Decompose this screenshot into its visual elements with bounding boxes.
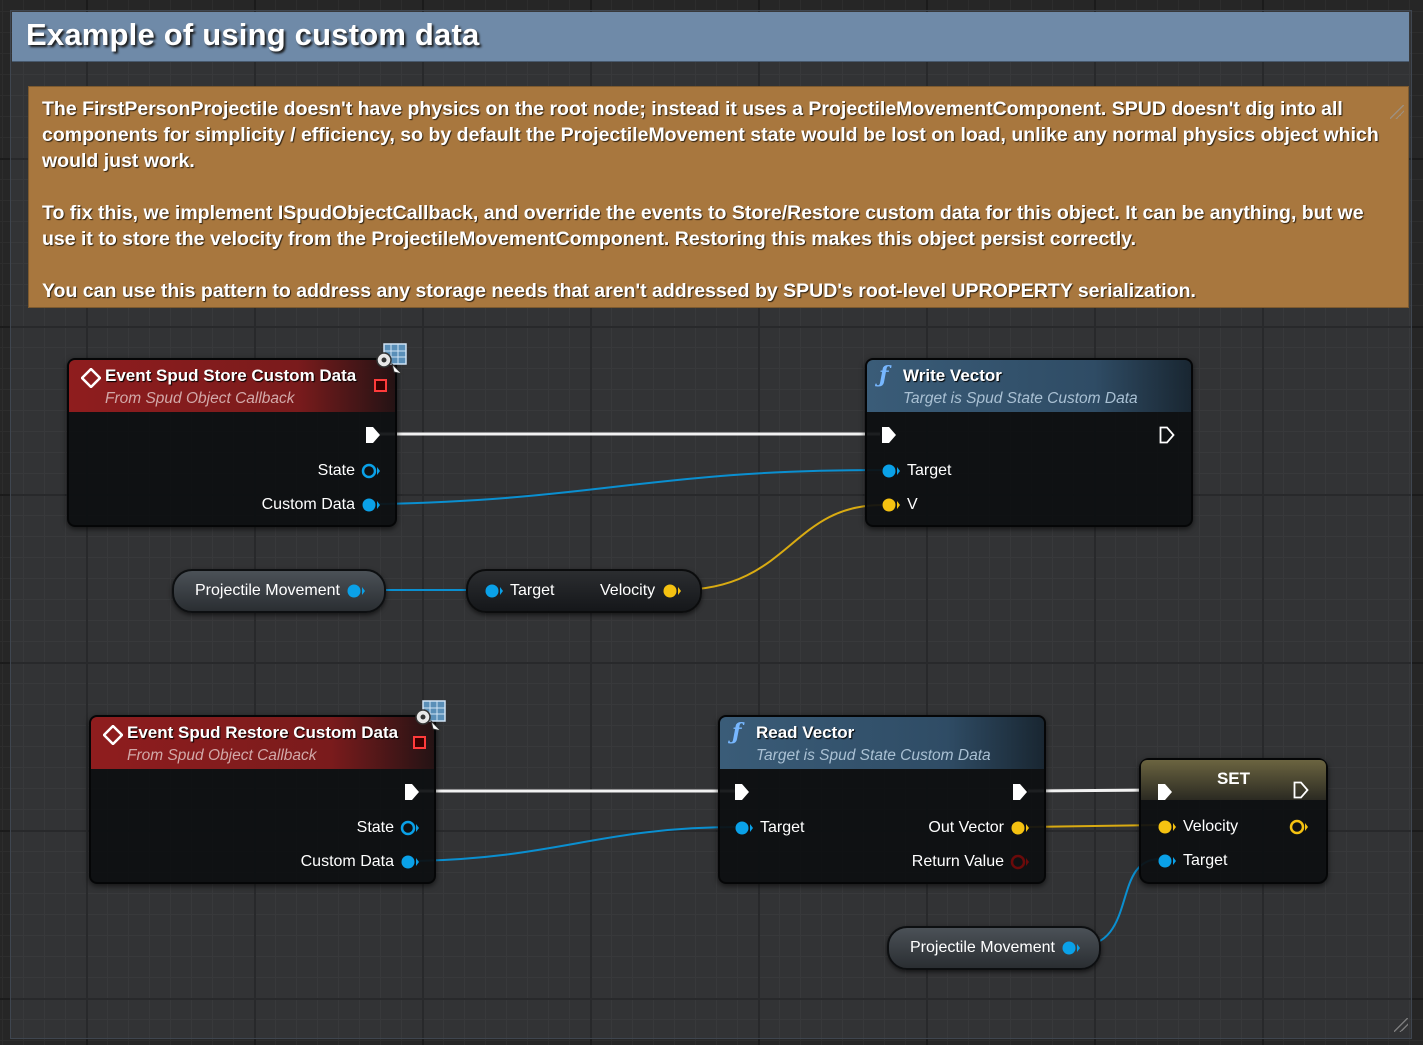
- custom-data-pin-icon[interactable]: [400, 853, 420, 871]
- function-icon: ƒ: [879, 362, 889, 388]
- return-value-pin-icon[interactable]: [1010, 853, 1030, 871]
- network-replicated-icon: [415, 700, 446, 732]
- note-paragraph: The FirstPersonProjectile doesn't have p…: [42, 98, 1379, 172]
- target-pin-icon[interactable]: [484, 582, 504, 600]
- comment-resize-grip[interactable]: [1394, 1018, 1408, 1032]
- target-pin-icon[interactable]: [734, 819, 754, 837]
- note-paragraph: You can use this pattern to address any …: [42, 280, 1196, 302]
- vector-wire[interactable]: [1025, 824, 1161, 828]
- exec-wire[interactable]: [1027, 788, 1161, 793]
- variable-label: Projectile Movement: [195, 582, 340, 599]
- comment-title: Example of using custom data: [26, 17, 480, 52]
- node-subtitle: From Spud Object Callback: [127, 747, 317, 764]
- target-pin-icon[interactable]: [1157, 852, 1177, 870]
- object-wire[interactable]: [377, 469, 883, 505]
- pin-label-state: State: [356, 819, 394, 836]
- function-node-header: [720, 717, 1044, 769]
- pin-label-target: Target: [1183, 852, 1228, 869]
- velocity-in-pin-icon[interactable]: [1157, 818, 1177, 836]
- pin-label-v: V: [907, 496, 918, 513]
- node-title: SET: [1216, 769, 1251, 788]
- out-vector-pin-icon[interactable]: [1010, 819, 1030, 837]
- vector-wire[interactable]: [677, 504, 883, 591]
- note-box[interactable]: [28, 86, 1409, 308]
- event-store-node[interactable]: Event Spud Store Custom Data From Spud O…: [67, 358, 397, 527]
- node-title: Event Spud Restore Custom Data: [127, 723, 399, 742]
- write-vector-node[interactable]: ƒ Write Vector Target is Spud State Cust…: [865, 358, 1193, 527]
- exec-in-pin-icon[interactable]: [1157, 783, 1173, 801]
- event-diamond-icon: [81, 368, 101, 388]
- object-wire[interactable]: [415, 826, 739, 862]
- node-title: Write Vector: [903, 366, 1002, 385]
- read-vector-node[interactable]: ƒ Read Vector Target is Spud State Custo…: [718, 715, 1046, 884]
- node-title: Read Vector: [756, 723, 855, 742]
- pin-label-return-value: Return Value: [911, 853, 1004, 870]
- exec-out-pin-icon[interactable]: [1159, 426, 1175, 444]
- function-icon: ƒ: [732, 719, 742, 745]
- note-text: The FirstPersonProjectile doesn't have p…: [42, 96, 1397, 304]
- node-title: Event Spud Store Custom Data: [105, 366, 357, 385]
- custom-data-pin-icon[interactable]: [361, 496, 381, 514]
- node-subtitle: From Spud Object Callback: [105, 390, 295, 407]
- note-paragraph: To fix this, we implement ISpudObjectCal…: [42, 202, 1364, 250]
- function-node-header: [867, 360, 1191, 412]
- breakpoint-marker: [374, 379, 387, 392]
- exec-out-pin-icon[interactable]: [1012, 783, 1028, 801]
- exec-out-pin-icon[interactable]: [365, 426, 381, 444]
- set-velocity-node[interactable]: SET Velocity Target: [1139, 758, 1328, 884]
- event-node-header: [69, 360, 395, 412]
- pin-label-velocity: Velocity: [1183, 818, 1239, 835]
- get-velocity-node[interactable]: Target Velocity: [466, 569, 702, 613]
- object-pin-icon[interactable]: [1061, 939, 1081, 957]
- object-pin-icon[interactable]: [346, 582, 366, 600]
- exec-out-pin-icon[interactable]: [404, 783, 420, 801]
- vector-pin-icon[interactable]: [662, 582, 682, 600]
- vector-pin-icon[interactable]: [881, 496, 901, 514]
- exec-in-pin-icon[interactable]: [881, 426, 897, 444]
- pin-label-state: State: [317, 462, 355, 479]
- pin-label-target: Target: [510, 582, 555, 599]
- note-resize-grip[interactable]: [1390, 105, 1404, 119]
- comment-header[interactable]: [12, 12, 1409, 62]
- pin-label-target: Target: [760, 819, 805, 836]
- node-subtitle: Target is Spud State Custom Data: [903, 390, 1138, 407]
- state-pin-icon[interactable]: [361, 462, 381, 480]
- target-pin-icon[interactable]: [881, 462, 901, 480]
- pin-label-custom-data: Custom Data: [261, 496, 355, 513]
- breakpoint-marker: [413, 736, 426, 749]
- pin-label-out-vector: Out Vector: [928, 819, 1004, 836]
- state-pin-icon[interactable]: [400, 819, 420, 837]
- pin-label-velocity: Velocity: [600, 582, 656, 599]
- exec-in-pin-icon[interactable]: [734, 783, 750, 801]
- variable-label: Projectile Movement: [910, 939, 1055, 956]
- network-replicated-icon: [376, 343, 407, 375]
- pin-label-target: Target: [907, 462, 952, 479]
- pin-label-custom-data: Custom Data: [300, 853, 394, 870]
- event-diamond-icon: [103, 725, 123, 745]
- exec-out-pin-icon[interactable]: [1293, 781, 1309, 799]
- velocity-out-pin-icon[interactable]: [1289, 818, 1309, 836]
- projectile-movement-variable-node[interactable]: Projectile Movement: [172, 569, 386, 613]
- event-node-header: [91, 717, 434, 769]
- event-restore-node[interactable]: Event Spud Restore Custom Data From Spud…: [89, 715, 436, 884]
- projectile-movement-variable-node[interactable]: Projectile Movement: [887, 926, 1101, 970]
- node-subtitle: Target is Spud State Custom Data: [756, 747, 991, 764]
